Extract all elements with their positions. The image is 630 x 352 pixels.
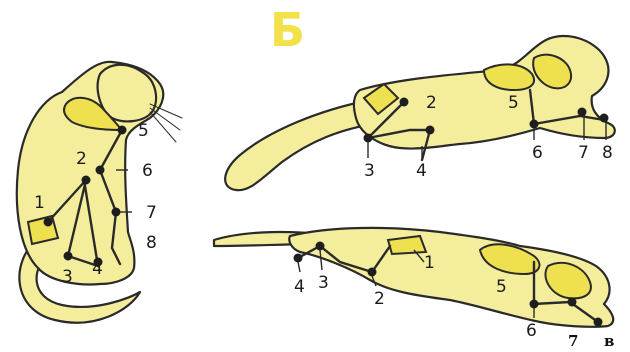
top-label-5: 5 [508, 93, 519, 113]
top-joint-8 [600, 114, 609, 123]
sitting-label-2: 2 [76, 149, 87, 169]
bottom-joint-7 [568, 298, 577, 307]
top-label-2: 2 [426, 93, 437, 113]
sitting-cat: 1 2 3 4 5 6 7 8 [17, 62, 182, 323]
sitting-joint-6 [96, 166, 105, 175]
figure-heading: Б [270, 3, 305, 57]
top-label-6: 6 [532, 143, 543, 163]
sitting-label-8: 8 [146, 233, 157, 253]
top-joint-7 [578, 108, 587, 117]
bottom-label-3: 3 [318, 273, 329, 293]
sitting-joint-1 [44, 218, 53, 227]
sitting-label-6: 6 [142, 161, 153, 181]
bottom-running-cat: 1 2 3 4 5 6 [214, 228, 613, 341]
bottom-joint-6 [530, 300, 539, 309]
bottom-label-6: 6 [526, 321, 537, 341]
sitting-label-4: 4 [92, 259, 103, 279]
bottom-label-2: 2 [374, 289, 385, 309]
sitting-cat-pelvis [28, 216, 58, 244]
bottom-label-1: 1 [424, 253, 435, 273]
sitting-label-1: 1 [34, 193, 45, 213]
bottom-joint-2 [368, 268, 377, 277]
sitting-joint-5 [118, 126, 127, 135]
top-joint-2 [400, 98, 409, 107]
sitting-joint-2 [82, 176, 91, 185]
sitting-joint-3 [64, 252, 73, 261]
bottom-label-5: 5 [496, 277, 507, 297]
top-cat-tail [225, 100, 372, 190]
top-joint-4 [426, 126, 435, 135]
top-joint-3 [364, 134, 373, 143]
bottom-cat-pelvis [388, 236, 426, 254]
bottom-joint-8 [594, 318, 603, 327]
top-label-8: 8 [602, 143, 613, 163]
sitting-joint-7 [112, 208, 121, 217]
bottom-label-4: 4 [294, 277, 305, 297]
top-label-7: 7 [578, 143, 589, 163]
bottom-joint-4 [294, 254, 303, 263]
top-joint-6 [530, 120, 539, 129]
top-running-cat: 2 3 4 5 6 7 8 [225, 36, 615, 190]
sitting-label-3: 3 [62, 267, 73, 287]
sitting-label-5: 5 [138, 121, 149, 141]
sitting-label-7: 7 [146, 203, 157, 223]
page-number: 7 [568, 332, 578, 350]
top-label-4: 4 [416, 161, 427, 181]
footer-letter: в [604, 332, 614, 350]
bottom-joint-3 [316, 242, 325, 251]
top-label-3: 3 [364, 161, 375, 181]
